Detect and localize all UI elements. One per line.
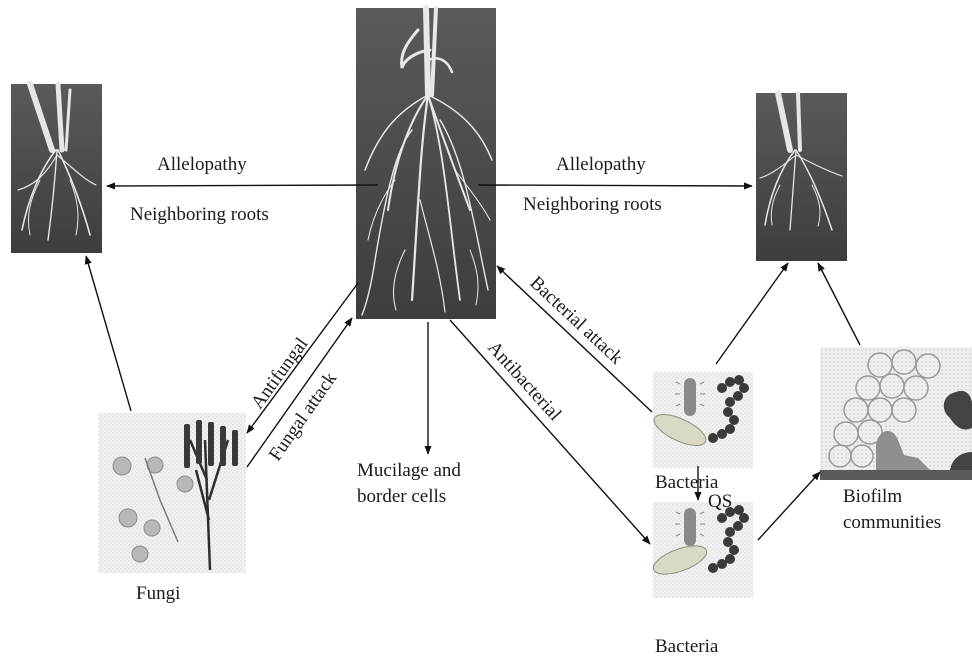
label-bacterial-attack: Bacterial attack [526,272,627,369]
label-qs: QS [708,491,732,512]
label-neighboring-roots-right: Neighboring roots [523,194,662,215]
label-bacteria-bottom: Bacteria [655,636,719,657]
label-biofilm-line1: Biofilm [843,486,902,507]
bacteria-bottom-image [650,502,753,598]
left-root-image [11,84,102,253]
bacteria-top-image [650,372,753,468]
label-antibacterial: Antibacterial [483,337,565,425]
right-root-image [756,93,847,261]
arrow-allelopathy-right [478,185,752,186]
fungi-image [98,413,246,573]
label-biofilm-line2: communities [843,512,941,533]
arrow-bacteria-to-right-root [716,263,788,364]
label-neighboring-roots-left: Neighboring roots [130,204,269,225]
label-allelopathy-right: Allelopathy [556,154,646,175]
central-root-image [356,8,496,319]
label-mucilage-line2: border cells [357,486,446,507]
label-bacteria-top: Bacteria [655,472,719,493]
arrow-allelopathy-left [107,185,378,186]
biofilm-image [820,347,972,480]
label-mucilage-line1: Mucilage and [357,460,461,481]
arrow-fungi-to-left-root [86,256,131,411]
arrow-biofilm-to-right-root [818,263,860,345]
label-fungi: Fungi [136,583,180,604]
label-allelopathy-left: Allelopathy [157,154,247,175]
arrow-to-biofilm [758,472,820,540]
